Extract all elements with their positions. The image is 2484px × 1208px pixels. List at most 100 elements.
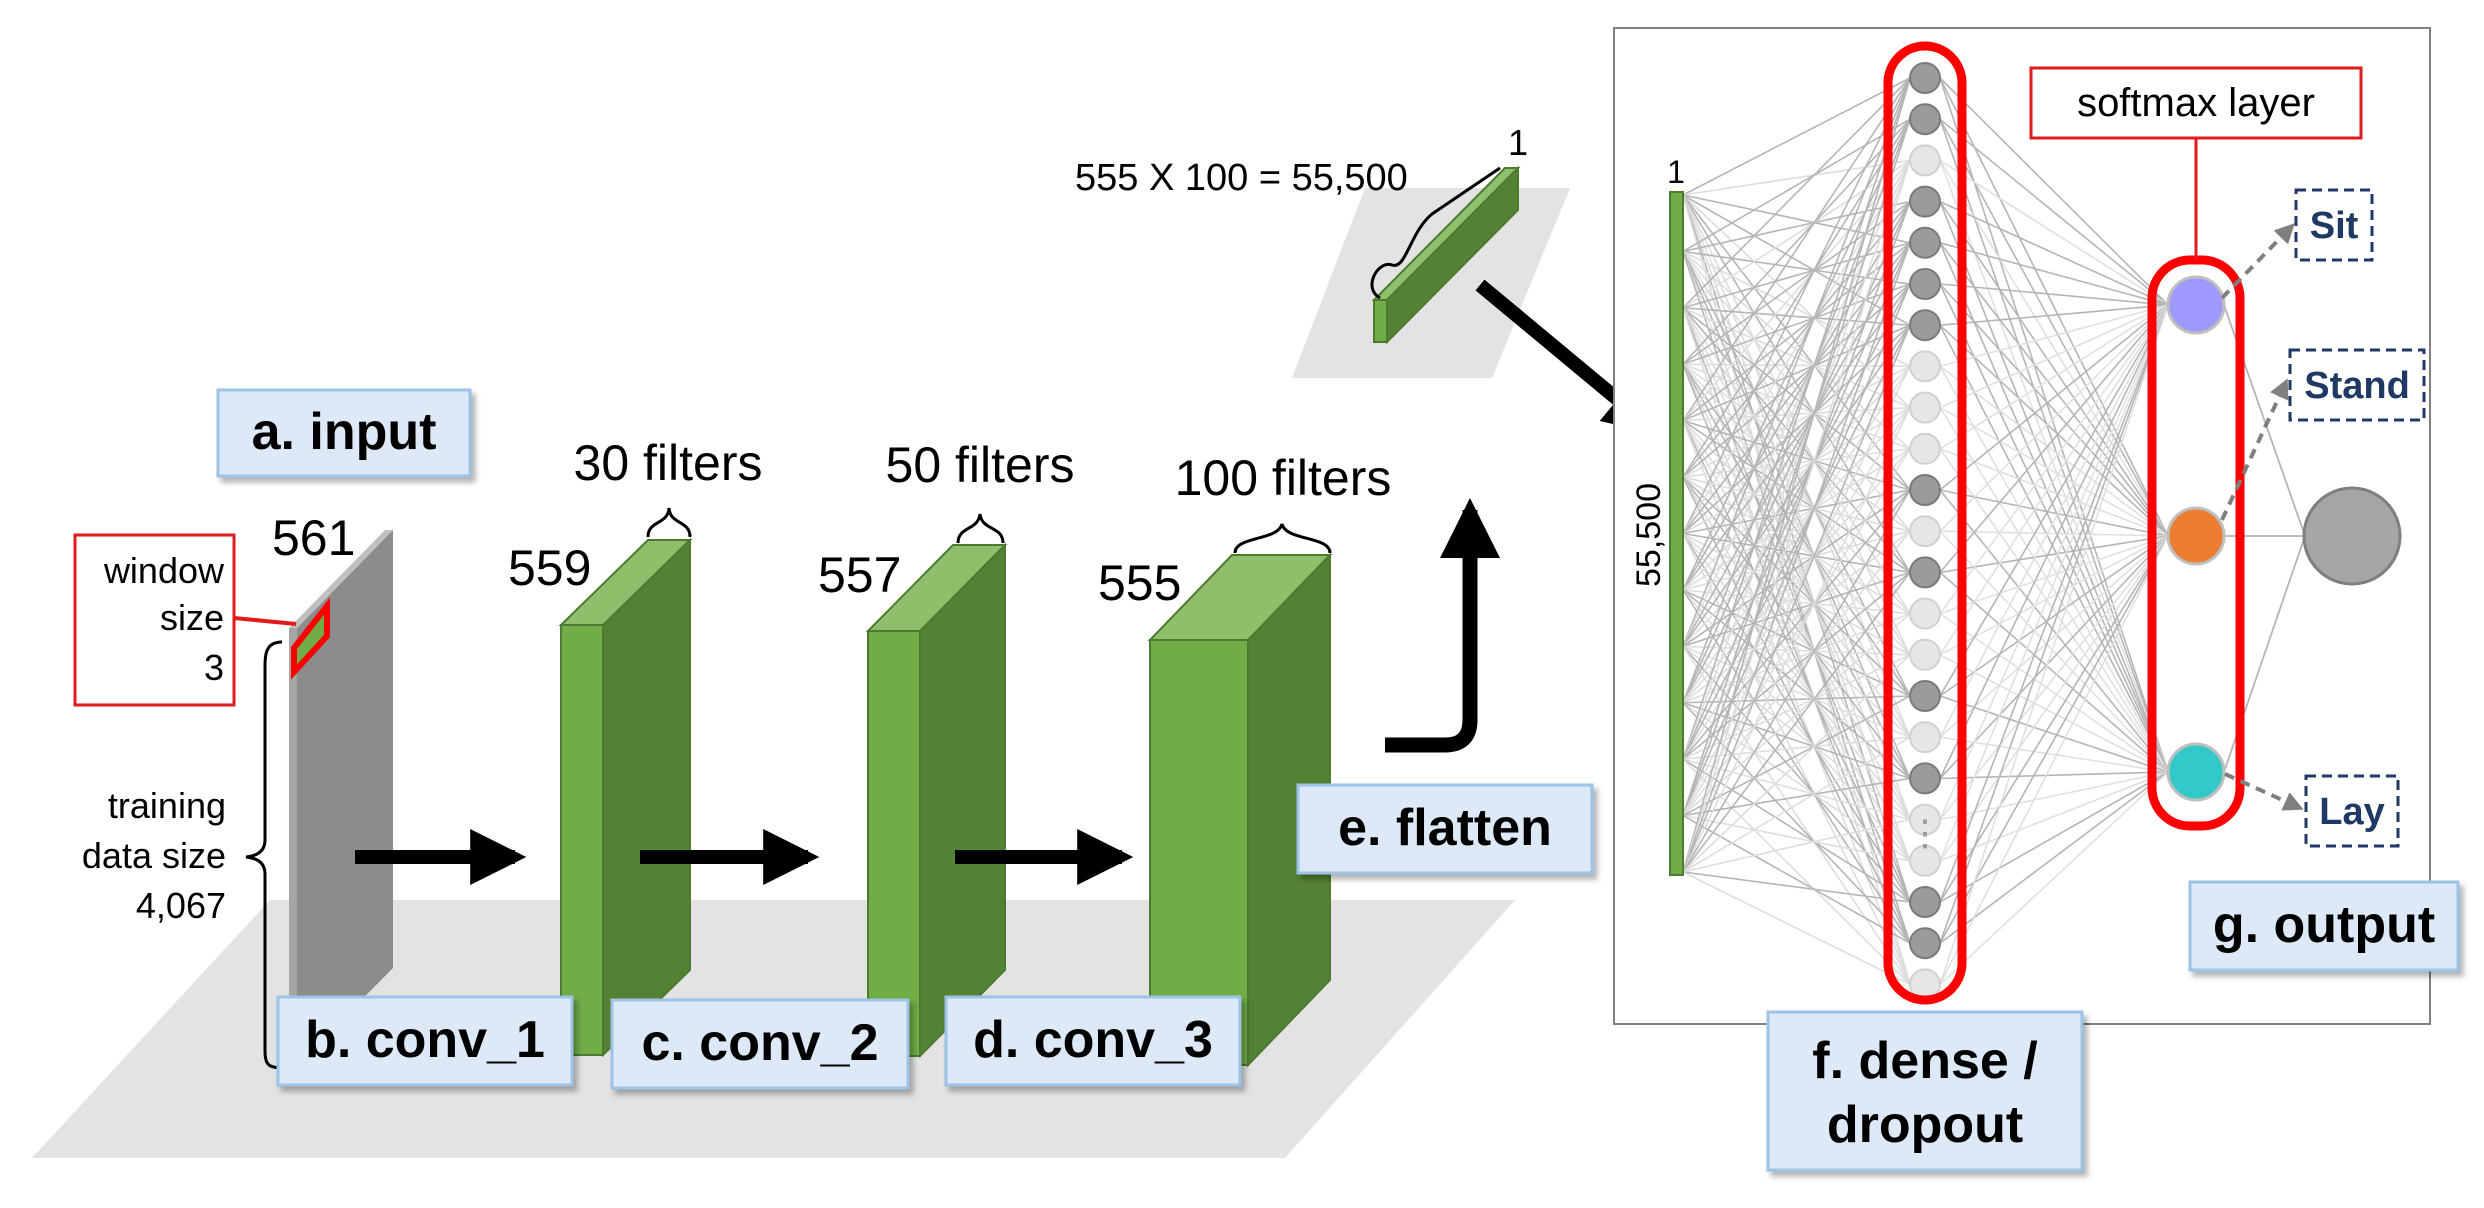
connection-line — [1939, 489, 2169, 773]
connection-line — [1939, 304, 2169, 862]
connection-line — [1682, 307, 1911, 491]
connection-line — [1682, 420, 1911, 903]
connection-line — [1939, 118, 2169, 773]
conv3-block — [1147, 552, 1333, 1068]
softmax-label: softmax layer — [2077, 81, 2315, 125]
connection-line — [1682, 77, 1911, 760]
connection-line — [1939, 489, 2169, 537]
connection-line — [1939, 201, 2169, 537]
connection-line — [1682, 532, 1911, 738]
connection-line — [1682, 77, 1911, 309]
connection-line — [1682, 77, 1911, 647]
connection-line — [1939, 77, 2169, 306]
connection-line — [1939, 612, 2169, 773]
flatten-formula: 555 X 100 = 55,500 — [1075, 157, 1408, 199]
connection-line — [1682, 307, 1911, 573]
connection-line — [1682, 159, 1911, 534]
connection-line — [1939, 304, 2169, 738]
connection-line — [1682, 242, 1911, 760]
connection-line — [1939, 118, 2169, 306]
connection-line — [1939, 304, 2169, 491]
connection-line — [1939, 448, 2169, 537]
connection-line — [1682, 571, 1911, 873]
connection-line — [1682, 363, 1911, 532]
connection-line — [1682, 736, 1911, 873]
conv3-filters-label: 100 filters — [1175, 450, 1392, 506]
training-size-brace — [245, 640, 286, 1070]
connection-line — [1682, 118, 1911, 253]
connection-line — [1682, 77, 1911, 422]
connection-line — [1939, 201, 2169, 773]
connection-line — [1682, 363, 1911, 697]
connection-line — [1682, 160, 1911, 647]
dense-node-active — [1909, 103, 1941, 136]
dense-node-dropped — [1909, 350, 1941, 383]
svg-text:a. input: a. input — [252, 403, 437, 461]
connection-line — [1682, 533, 1911, 903]
connection-line — [1939, 304, 2169, 409]
window-size-marker — [291, 597, 330, 680]
dense-node-active — [1909, 556, 1941, 589]
flatten-bar — [1371, 165, 1521, 345]
connection-line — [1682, 589, 1911, 944]
dense-node-active — [1909, 762, 1941, 795]
connection-line — [1939, 771, 2169, 862]
connection-line — [1939, 535, 2169, 779]
connection-line — [1939, 77, 2169, 537]
connection-line — [1939, 304, 2169, 656]
connection-line — [1939, 283, 2169, 306]
connection-line — [1682, 420, 1911, 820]
connection-line — [1682, 645, 1911, 985]
network-connections — [1682, 77, 2306, 986]
connection-line — [1682, 420, 1911, 738]
input-height-label: 561 — [272, 510, 355, 566]
dense-node-dropped — [1909, 597, 1941, 630]
connection-line — [1682, 363, 1911, 615]
arrow-conv3-to-flatten — [1385, 498, 1500, 753]
stage-label-conv2: c. conv_2 — [610, 998, 910, 1090]
lay-arrow — [2224, 772, 2304, 811]
dense-node-active — [1909, 927, 1941, 960]
conv2-filters-brace — [956, 513, 1005, 544]
connection-line — [1682, 645, 1911, 821]
connection-line — [1939, 242, 2169, 306]
connection-line — [1682, 307, 1911, 326]
connection-line — [1939, 242, 2169, 537]
connection-line — [1939, 654, 2169, 773]
connection-line — [1939, 771, 2169, 944]
connection-line — [1682, 307, 1911, 656]
connection-line — [1682, 118, 1911, 704]
connection-line — [1939, 366, 2169, 773]
window-line1: window — [103, 550, 225, 591]
connection-line — [1682, 407, 1911, 873]
class-sit: Sit — [2310, 205, 2359, 247]
connection-line — [1682, 283, 1911, 478]
class-box-sit — [2294, 188, 2374, 262]
flatten-brace — [1370, 166, 1501, 300]
stage-label-conv3: d. conv_3 — [944, 995, 1242, 1087]
connection-line — [1682, 476, 1911, 862]
dense-node-dropped — [1909, 515, 1941, 548]
dense-input-size-label: 55,500 — [1630, 483, 1668, 587]
connection-line — [1682, 200, 1911, 365]
connection-line — [1682, 160, 1911, 873]
connection-line — [1939, 695, 2169, 773]
svg-text:b. conv_1: b. conv_1 — [305, 1011, 545, 1069]
conv1-height-label: 559 — [508, 540, 591, 596]
dense-highlight — [1883, 41, 1967, 1005]
connection-line — [1939, 535, 2169, 574]
connection-line — [1682, 283, 1911, 366]
class-box-lay — [2304, 774, 2400, 848]
connection-line — [1939, 535, 2169, 862]
connection-line — [1682, 242, 1911, 422]
connection-line — [1939, 771, 2169, 903]
dense-node-dropped — [1909, 391, 1941, 424]
connection-line — [1682, 77, 1911, 873]
dense-node-dropped — [1909, 638, 1941, 671]
connection-line — [1682, 159, 1911, 422]
conv2-height-label: 557 — [818, 547, 901, 603]
dense-node-active — [1909, 680, 1941, 712]
connection-line — [1939, 200, 2169, 306]
flatten-width-label: 1 — [1508, 122, 1528, 163]
